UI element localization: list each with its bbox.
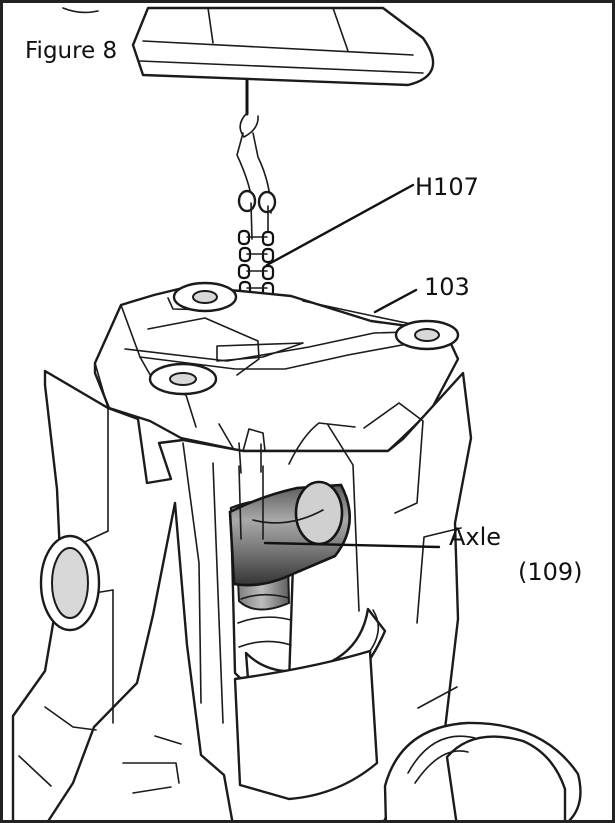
part-103-label: 103	[424, 273, 470, 301]
mounting-holes	[39, 281, 460, 632]
h107-label: H107	[415, 173, 479, 201]
h107-leader	[265, 183, 415, 267]
part-103-leader	[373, 288, 418, 314]
axle-leader	[263, 541, 441, 549]
figure-title: Figure 8	[25, 38, 117, 64]
top-housing	[62, 6, 435, 87]
mechanical-assembly-diagram: Figure 8 H107 103 Axle (109)	[11, 6, 583, 820]
axle-assembly	[18, 422, 582, 820]
axle-label: Axle	[449, 523, 501, 551]
suspension-wire	[236, 79, 277, 244]
axle-number-label: (109)	[518, 558, 583, 586]
